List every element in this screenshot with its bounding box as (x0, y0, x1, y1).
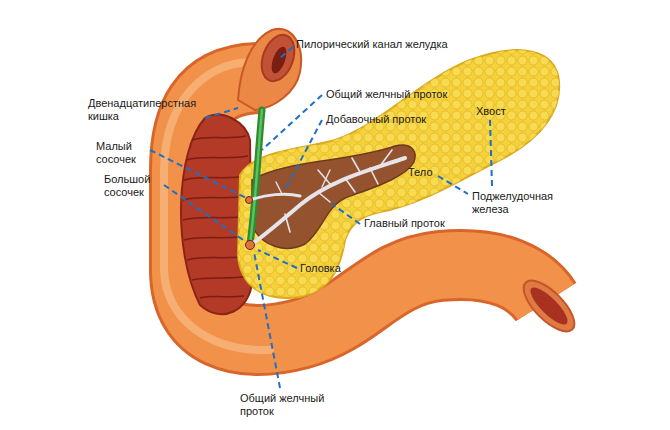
part-label: Главный проток (364, 217, 445, 230)
leader-line (258, 250, 297, 268)
pancreas-lobules (238, 50, 559, 298)
part-label: Добавочный проток (326, 113, 426, 126)
part-label: Малый сосочек (96, 140, 151, 166)
leader-line (286, 120, 322, 188)
part-label: Головка (300, 262, 341, 275)
leader-line (280, 47, 293, 58)
part-label: Общий желчный проток (240, 392, 326, 418)
part-label: Тело (408, 166, 433, 179)
leader-line (150, 150, 246, 198)
leader-line (332, 204, 360, 224)
leader-line (262, 95, 322, 150)
bowel-opening (516, 273, 582, 339)
leader-line (164, 185, 246, 242)
part-label: Двенадцатиперстная кишка (88, 97, 206, 123)
pancreas-cutaway (252, 145, 415, 248)
leader-line (490, 120, 492, 186)
pyloric-lumen (269, 45, 290, 75)
leader-lines (150, 47, 492, 388)
part-label: Поджелудочная железа (472, 190, 568, 216)
leader-line (205, 108, 238, 118)
part-label: Общий желчный проток (326, 88, 447, 101)
part-label: Большой сосочек (104, 173, 164, 199)
leader-line (438, 176, 468, 194)
major-papilla (246, 241, 255, 250)
pyloric-canal (256, 30, 301, 85)
minor-papilla (246, 197, 253, 204)
pancreatic-ducts (250, 150, 405, 244)
bile-duct (250, 110, 262, 244)
bowel-lumen (526, 283, 573, 330)
stomach-pylorus (238, 29, 301, 110)
bile-duct-highlight (250, 110, 262, 244)
part-label: Пилорический канал желудка (296, 38, 448, 51)
part-label: Хвост (476, 105, 506, 118)
pancreas (238, 50, 559, 298)
leader-line (254, 252, 280, 388)
